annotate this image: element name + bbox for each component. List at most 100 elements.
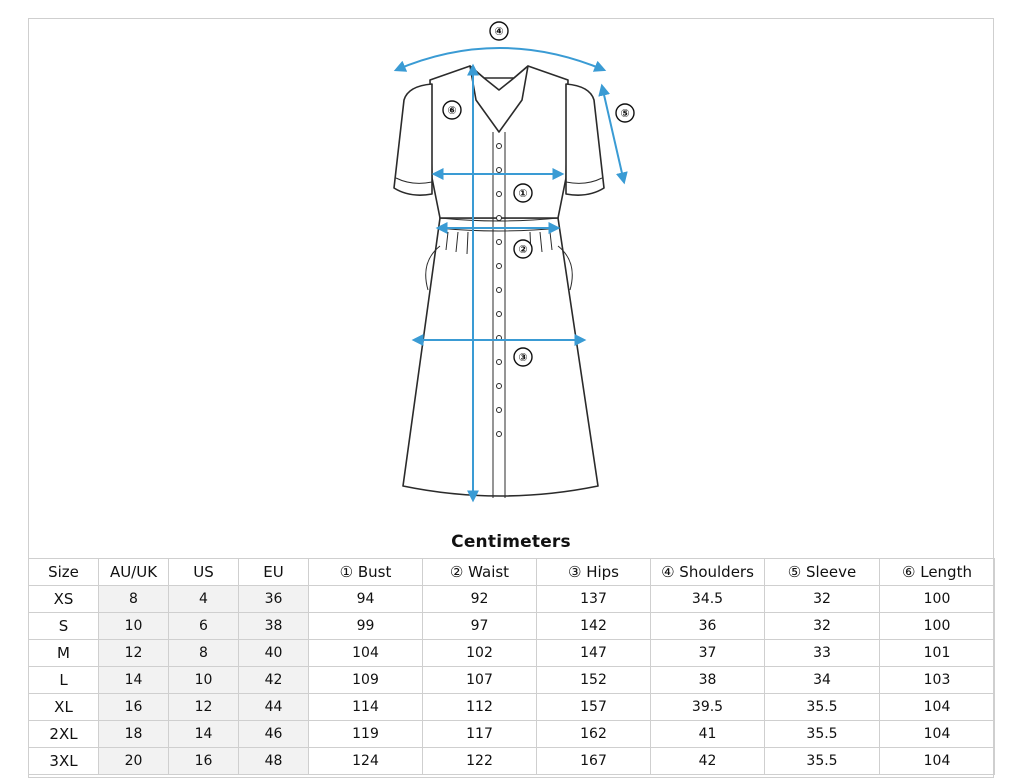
table-cell: 14 <box>98 666 169 694</box>
table-cell: 16 <box>98 693 169 721</box>
table-cell: 100 <box>879 612 995 640</box>
table-cell: 147 <box>536 639 651 667</box>
table-cell: 92 <box>422 585 537 613</box>
table-cell: 37 <box>650 639 765 667</box>
table-cell: 14 <box>168 720 239 748</box>
table-cell: 104 <box>879 693 995 721</box>
table-cell: 18 <box>98 720 169 748</box>
table-cell: 100 <box>879 585 995 613</box>
table-cell: 32 <box>764 612 880 640</box>
table-cell: 6 <box>168 612 239 640</box>
column-header: Size <box>28 558 99 586</box>
size-cell: L <box>28 666 99 694</box>
table-cell: 112 <box>422 693 537 721</box>
table-cell: 12 <box>168 693 239 721</box>
table-cell: 109 <box>308 666 423 694</box>
marker-bust-label: ① <box>518 187 527 200</box>
table-cell: 97 <box>422 612 537 640</box>
column-header: ① Bust <box>308 558 423 586</box>
table-cell: 48 <box>238 747 309 775</box>
dress-diagram: ④ ⑥ ⑤ ① ② ③ <box>393 21 635 503</box>
table-cell: 137 <box>536 585 651 613</box>
dress-skirt <box>402 217 599 497</box>
column-header: ③ Hips <box>536 558 651 586</box>
table-cell: 20 <box>98 747 169 775</box>
marker-shoulders: ④ <box>489 21 509 41</box>
table-cell: 36 <box>650 612 765 640</box>
table-cell: 94 <box>308 585 423 613</box>
table-cell: 107 <box>422 666 537 694</box>
table-cell: 157 <box>536 693 651 721</box>
marker-hips-label: ③ <box>518 351 527 364</box>
table-cell: 39.5 <box>650 693 765 721</box>
table-cell: 122 <box>422 747 537 775</box>
size-cell: M <box>28 639 99 667</box>
table-cell: 104 <box>879 747 995 775</box>
table-cell: 40 <box>238 639 309 667</box>
table-cell: 99 <box>308 612 423 640</box>
table-cell: 102 <box>422 639 537 667</box>
column-header: ② Waist <box>422 558 537 586</box>
marker-shoulders-label: ④ <box>494 25 503 38</box>
table-cell: 33 <box>764 639 880 667</box>
table-cell: 8 <box>168 639 239 667</box>
table-cell: 44 <box>238 693 309 721</box>
table-cell: 8 <box>98 585 169 613</box>
column-header: EU <box>238 558 309 586</box>
table-cell: 152 <box>536 666 651 694</box>
table-cell: 42 <box>238 666 309 694</box>
table-cell: 103 <box>879 666 995 694</box>
dress-left-sleeve <box>393 83 433 196</box>
table-cell: 142 <box>536 612 651 640</box>
table-cell: 10 <box>168 666 239 694</box>
column-header: ④ Shoulders <box>650 558 765 586</box>
table-cell: 4 <box>168 585 239 613</box>
table-cell: 41 <box>650 720 765 748</box>
marker-bust: ① <box>513 183 533 203</box>
marker-hips: ③ <box>513 347 533 367</box>
size-cell: S <box>28 612 99 640</box>
size-cell: XS <box>28 585 99 613</box>
table-cell: 114 <box>308 693 423 721</box>
column-header: US <box>168 558 239 586</box>
table-cell: 101 <box>879 639 995 667</box>
table-cell: 104 <box>879 720 995 748</box>
table-cell: 38 <box>650 666 765 694</box>
table-cell: 117 <box>422 720 537 748</box>
table-cell: 34.5 <box>650 585 765 613</box>
table-cell: 10 <box>98 612 169 640</box>
column-header: ⑥ Length <box>879 558 995 586</box>
size-cell: 2XL <box>28 720 99 748</box>
table-cell: 36 <box>238 585 309 613</box>
table-cell: 35.5 <box>764 747 880 775</box>
marker-sleeve-label: ⑤ <box>620 107 629 120</box>
marker-length-label: ⑥ <box>447 104 456 117</box>
table-cell: 34 <box>764 666 880 694</box>
table-cell: 35.5 <box>764 693 880 721</box>
table-cell: 16 <box>168 747 239 775</box>
size-cell: 3XL <box>28 747 99 775</box>
table-cell: 32 <box>764 585 880 613</box>
column-header: ⑤ Sleeve <box>764 558 880 586</box>
table-cell: 162 <box>536 720 651 748</box>
marker-sleeve: ⑤ <box>615 103 635 123</box>
column-header: AU/UK <box>98 558 169 586</box>
table-cell: 46 <box>238 720 309 748</box>
size-cell: XL <box>28 693 99 721</box>
table-cell: 38 <box>238 612 309 640</box>
units-caption: Centimeters <box>451 532 571 552</box>
table-cell: 167 <box>536 747 651 775</box>
marker-waist-label: ② <box>518 243 527 256</box>
shoulders-dimension <box>393 47 607 72</box>
